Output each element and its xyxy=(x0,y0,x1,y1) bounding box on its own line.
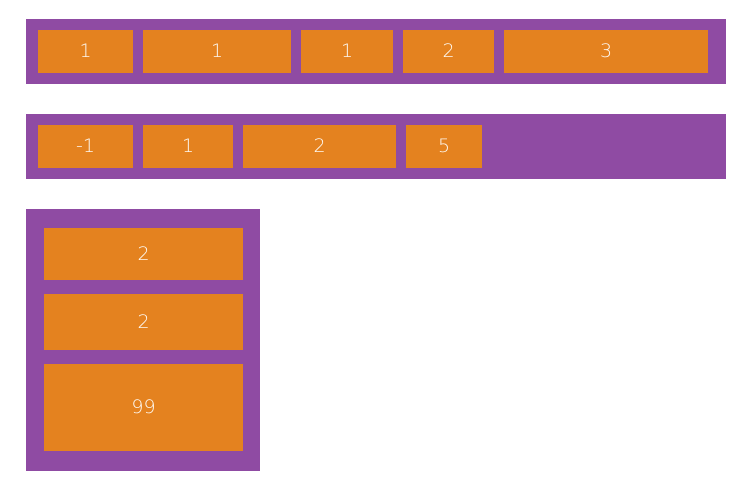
flex-item: 2 xyxy=(403,30,494,73)
flex-item: 2 xyxy=(44,228,243,280)
flex-item: 3 xyxy=(504,30,708,73)
flex-item: 2 xyxy=(243,125,396,168)
flex-item: 1 xyxy=(301,30,393,73)
flex-item: 99 xyxy=(44,364,243,451)
flex-item: 2 xyxy=(44,294,243,350)
flex-item: 1 xyxy=(143,30,291,73)
flex-item: 1 xyxy=(143,125,233,168)
flex-row-container-1: 1 1 1 2 3 xyxy=(26,19,726,84)
flex-item: 5 xyxy=(406,125,482,168)
flex-item: -1 xyxy=(38,125,133,168)
flex-item: 1 xyxy=(38,30,133,73)
flex-row-container-2: -1 1 2 5 xyxy=(26,114,726,179)
flex-column-container-1: 2 2 99 xyxy=(26,209,260,471)
